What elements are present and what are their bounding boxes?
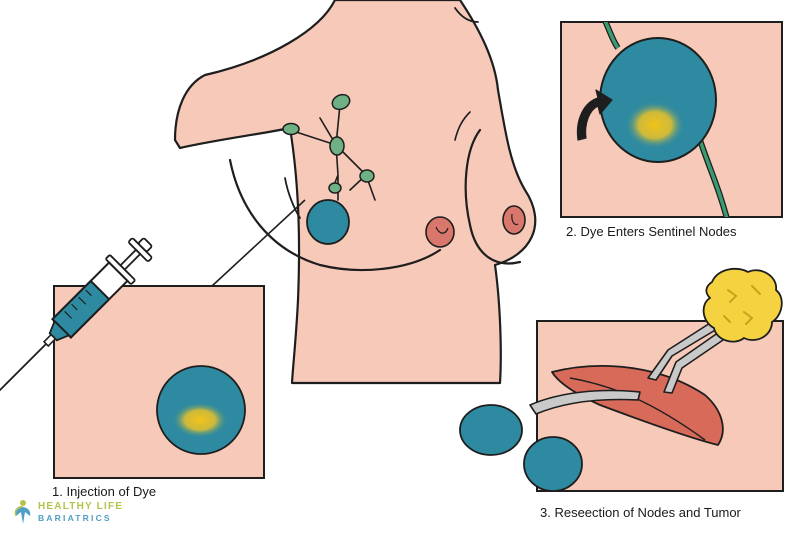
arrow-icon <box>576 89 613 141</box>
removed-node-2 <box>523 436 583 492</box>
step3-panel <box>459 267 784 492</box>
removed-node-1 <box>459 404 523 456</box>
callout-line-step1 <box>211 199 306 287</box>
lymph-node-left <box>282 122 300 136</box>
left-nipple-detail <box>435 226 449 234</box>
lymph-node-right <box>359 169 375 183</box>
tissue-flap <box>551 365 724 446</box>
torso <box>173 0 537 385</box>
syringe-icon <box>0 237 153 400</box>
brand-logo: HEALTHY LIFE BARIATRICS <box>12 498 162 526</box>
right-nipple-detail <box>511 213 519 226</box>
logo-line2: BARIATRICS <box>38 513 112 523</box>
step2-panel <box>560 21 783 218</box>
step2-label: 2. Dye Enters Sentinel Nodes <box>566 224 737 239</box>
tumor-texture <box>723 285 761 325</box>
step2-vessel-out-fill <box>698 139 729 217</box>
left-breast-contour <box>228 158 442 272</box>
step3-label: 3. Reseection of Nodes and Tumor <box>540 505 741 520</box>
logo-icon <box>14 500 31 524</box>
step1-panel <box>0 237 265 479</box>
right-breast-contour <box>464 128 522 265</box>
lymph-node-center <box>329 136 345 156</box>
step1-dye-spot <box>172 402 228 438</box>
retractor-left <box>529 389 641 415</box>
armpit-crease <box>284 177 301 219</box>
torso-body <box>173 0 537 385</box>
step2-dye-spot <box>625 101 685 149</box>
sentinel-node-torso <box>306 199 350 245</box>
lymphatic-network <box>211 93 376 287</box>
lymph-node-lower <box>328 182 342 194</box>
right-nipple <box>502 205 526 235</box>
step1-label: 1. Injection of Dye <box>52 484 157 499</box>
step2-vessel-in-fill <box>603 22 620 50</box>
breast-fold <box>454 111 471 141</box>
logo-line1: HEALTHY LIFE <box>38 501 124 512</box>
lymph-node-top <box>331 93 351 111</box>
collarbone-line <box>454 7 479 23</box>
tumor <box>702 267 783 343</box>
